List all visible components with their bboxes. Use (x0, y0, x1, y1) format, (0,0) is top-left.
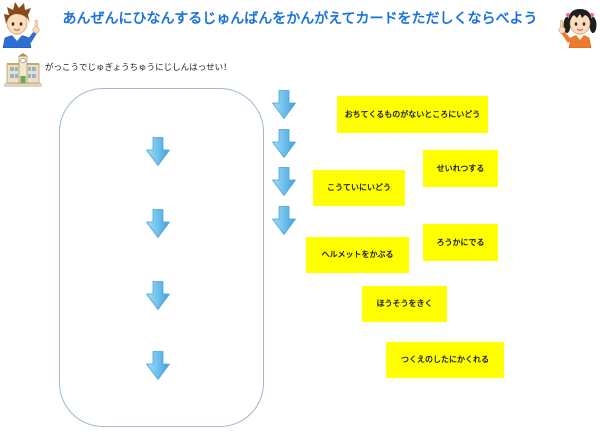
arrow-down-icon (146, 137, 170, 166)
step-card-label: せいれつする (436, 163, 485, 173)
step-card[interactable]: こうていにいどう (313, 170, 405, 206)
step-card-label: おちてくるものがないところにいどう (344, 109, 481, 119)
step-card[interactable]: せいれつする (423, 150, 498, 187)
girl-mascot-icon (558, 9, 597, 48)
arrow-down-icon (146, 351, 170, 380)
arrow-down-icon (146, 209, 170, 238)
arrow-down-icon (272, 206, 296, 235)
answer-drop-area[interactable] (59, 88, 264, 427)
step-card[interactable]: おちてくるものがないところにいどう (337, 96, 488, 133)
arrow-down-icon (272, 129, 296, 158)
step-card-label: こうていにいどう (327, 183, 391, 192)
step-card-label: ろうかにでる (436, 237, 485, 247)
step-card[interactable]: ろうかにでる (423, 224, 498, 261)
step-card-label: ほうそうをきく (376, 299, 433, 308)
step-card[interactable]: ヘルメットをかぶる (306, 237, 409, 273)
step-card[interactable]: つくえのしたにかくれる (386, 342, 504, 378)
page-title: あんぜんにひなんするじゅんばんをかんがえてカードをただしくならべよう (62, 11, 538, 27)
step-card[interactable]: ほうそうをきく (362, 286, 447, 322)
school-building-icon (4, 53, 42, 87)
boy-mascot-icon (2, 2, 40, 48)
scenario-text: がっこうでじゅぎょうちゅうにじしんはっせい！ (45, 63, 232, 73)
step-card-label: つくえのしたにかくれる (401, 355, 489, 364)
arrow-down-icon (272, 167, 296, 196)
arrow-down-icon (146, 281, 170, 310)
step-card-label: ヘルメットをかぶる (321, 250, 394, 259)
arrow-down-icon (272, 90, 296, 119)
